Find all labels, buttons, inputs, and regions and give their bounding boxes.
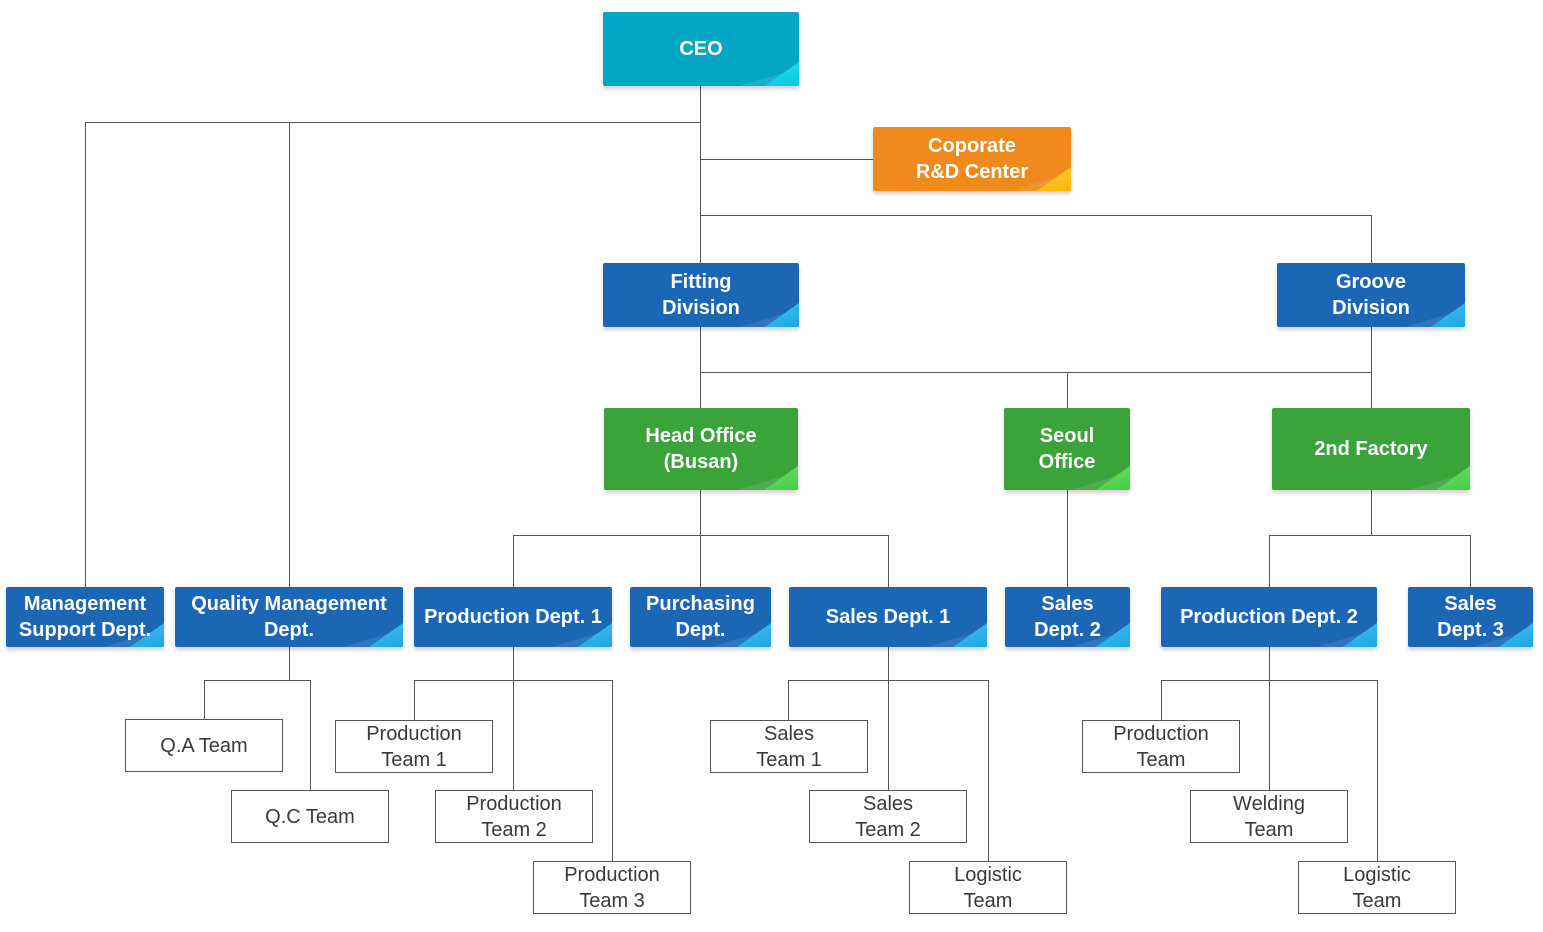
second-factory-label: 2nd Factory — [1314, 438, 1428, 460]
qa-team-box[interactable]: Q.A Team — [125, 719, 283, 772]
head-office-label: Head Office (Busan) — [645, 425, 757, 473]
sales-dept-2-label: Sales Dept. 2 — [1034, 593, 1101, 641]
head-office-box[interactable]: Head Office (Busan) — [604, 408, 798, 490]
sales-dept-3-label: Sales Dept. 3 — [1437, 593, 1504, 641]
production-dept-1-box[interactable]: Production Dept. 1 — [414, 587, 612, 647]
production-dept-2-label: Production Dept. 2 — [1180, 606, 1358, 628]
quality-management-dept-label: Quality Management Dept. — [191, 593, 387, 641]
line-fitting-offices — [700, 327, 1372, 408]
production-team-1-box[interactable]: Production Team 1 — [335, 720, 493, 773]
management-support-dept-box[interactable]: Management Support Dept. — [6, 587, 164, 647]
sales-dept-1-box[interactable]: Sales Dept. 1 — [789, 587, 987, 647]
seoul-office-box[interactable]: Seoul Office — [1004, 408, 1130, 490]
sales-team-2-box[interactable]: Sales Team 2 — [809, 790, 967, 843]
groove-division-label: Groove Division — [1332, 271, 1410, 319]
line-ceo-left — [85, 122, 701, 587]
logistic-team-2-box[interactable]: Logistic Team — [1298, 861, 1456, 914]
purchasing-dept-box[interactable]: Purchasing Dept. — [630, 587, 771, 647]
line-sales1-teams — [788, 647, 989, 861]
second-factory-box[interactable]: 2nd Factory — [1272, 408, 1470, 490]
production-team-2-label: Production Team 2 — [466, 792, 562, 841]
ceo-box[interactable]: CEO — [603, 12, 799, 86]
qa-team-label: Q.A Team — [160, 734, 248, 757]
fitting-division-label: Fitting Division — [662, 271, 740, 319]
qc-team-label: Q.C Team — [265, 805, 355, 828]
production-team-box[interactable]: Production Team — [1082, 720, 1240, 773]
line-prod2-teams — [1161, 647, 1378, 861]
welding-team-label: Welding Team — [1233, 792, 1305, 841]
sales-team-1-box[interactable]: Sales Team 1 — [710, 720, 868, 773]
welding-team-box[interactable]: Welding Team — [1190, 790, 1348, 843]
sales-dept-3-box[interactable]: Sales Dept. 3 — [1408, 587, 1533, 647]
fitting-division-box[interactable]: Fitting Division — [603, 263, 799, 327]
sales-dept-1-label: Sales Dept. 1 — [825, 606, 951, 628]
line-factory-depts — [1269, 490, 1471, 587]
qc-team-box[interactable]: Q.C Team — [231, 790, 389, 843]
production-team-3-box[interactable]: Production Team 3 — [533, 861, 691, 914]
line-head-depts — [513, 490, 889, 587]
production-dept-2-box[interactable]: Production Dept. 2 — [1161, 587, 1377, 647]
production-team-label: Production Team — [1113, 722, 1209, 771]
sales-team-1-label: Sales Team 1 — [756, 722, 822, 771]
ceo-label: CEO — [679, 38, 723, 60]
logistic-team-2-label: Logistic Team — [1343, 863, 1411, 912]
management-support-dept-label: Management Support Dept. — [18, 593, 152, 641]
sales-team-2-label: Sales Team 2 — [855, 792, 921, 841]
quality-management-dept-box[interactable]: Quality Management Dept. — [175, 587, 403, 647]
sales-dept-2-box[interactable]: Sales Dept. 2 — [1005, 587, 1130, 647]
logistic-team-1-box[interactable]: Logistic Team — [909, 861, 1067, 914]
line-quality-teams — [204, 647, 311, 790]
production-team-3-label: Production Team 3 — [564, 863, 660, 912]
groove-division-box[interactable]: Groove Division — [1277, 263, 1465, 327]
seoul-office-label: Seoul Office — [1038, 425, 1096, 473]
rnd-center-label: Coporate R&D Center — [915, 135, 1029, 183]
purchasing-dept-label: Purchasing Dept. — [646, 593, 755, 641]
production-team-1-label: Production Team 1 — [366, 722, 462, 771]
rnd-center-box[interactable]: Coporate R&D Center — [873, 127, 1071, 191]
production-team-2-box[interactable]: Production Team 2 — [435, 790, 593, 843]
line-ceo-groove — [700, 215, 1372, 263]
line-prod1-teams — [414, 647, 613, 861]
logistic-team-1-label: Logistic Team — [954, 863, 1022, 912]
production-dept-1-label: Production Dept. 1 — [424, 606, 602, 628]
